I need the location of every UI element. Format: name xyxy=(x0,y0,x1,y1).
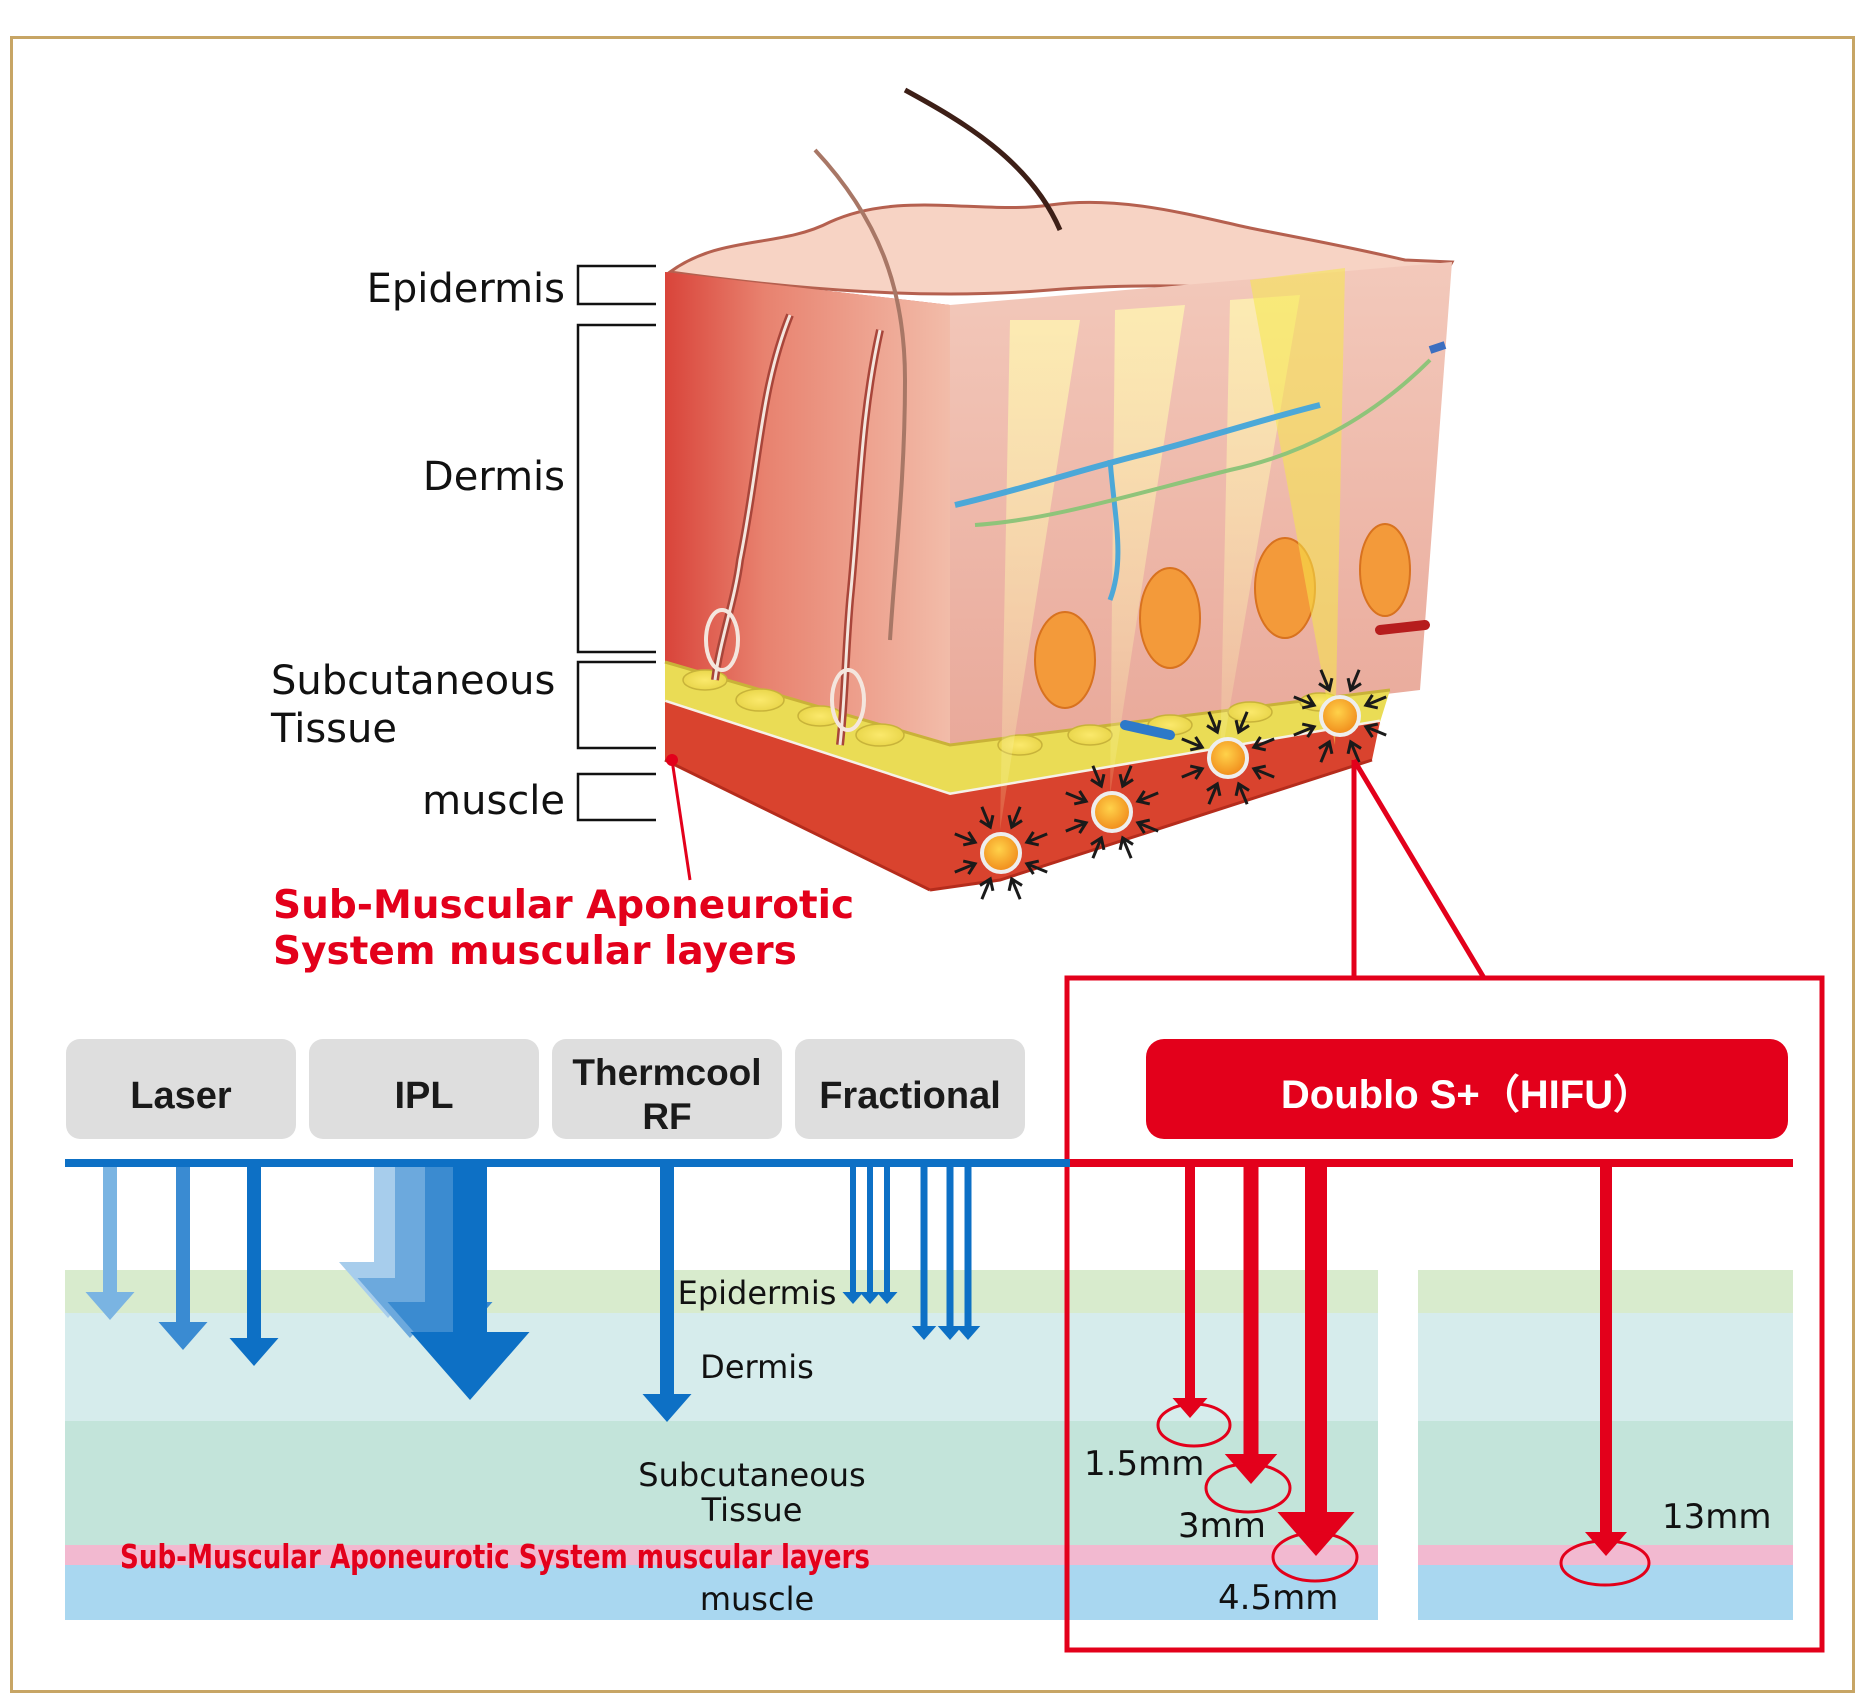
label-epidermis: Epidermis xyxy=(367,266,565,312)
tab-ipl: IPL xyxy=(309,1039,539,1139)
depth-label-4-5mm: 4.5mm xyxy=(1218,1578,1338,1618)
tab-ipl-label: IPL xyxy=(394,1075,453,1117)
fractional-arrow-b3 xyxy=(955,1167,981,1340)
hifu-focal-points xyxy=(954,669,1387,900)
band-label-subcutaneous-2: Tissue xyxy=(701,1491,803,1529)
diagram-frame xyxy=(10,36,1855,1693)
hifu-focal-point-icon xyxy=(1207,737,1249,779)
fractional-arrow-b1 xyxy=(911,1167,937,1340)
band-label-epidermis: Epidermis xyxy=(678,1274,837,1312)
rf-arrow xyxy=(642,1167,692,1422)
hifu-target-ellipse-4 xyxy=(1559,1539,1651,1587)
tab-thermcool-rf: Thermcool RF xyxy=(552,1039,782,1139)
hifu-target-ellipse-1 xyxy=(1156,1402,1232,1448)
hifu-penetration-arrows xyxy=(1156,1167,1651,1587)
hifu-focal-point-icon xyxy=(1319,695,1361,737)
hifu-focal-point-4 xyxy=(1293,669,1387,763)
laser-arrow-2 xyxy=(158,1167,208,1350)
hifu-arrow-4-5mm xyxy=(1277,1167,1355,1556)
band-label-dermis: Dermis xyxy=(700,1348,814,1386)
tab-fractional: Fractional xyxy=(795,1039,1025,1139)
tab-thermcool-label-1: Thermcool xyxy=(572,1052,761,1093)
depth-labels: 1.5mm 3mm 4.5mm 13mm xyxy=(1084,1444,1772,1618)
band-labels: Epidermis Dermis Subcutaneous Tissue Sub… xyxy=(120,1274,870,1618)
label-dermis: Dermis xyxy=(423,454,565,500)
label-smas-2: System muscular layers xyxy=(273,929,797,974)
fractional-arrow-a2 xyxy=(859,1167,881,1304)
tab-laser-label: Laser xyxy=(130,1075,232,1117)
tab-fractional-label: Fractional xyxy=(819,1075,1001,1117)
ipl-arrow-4 xyxy=(410,1167,530,1400)
hifu-focal-point-icon xyxy=(1091,791,1133,833)
hifu-target-ellipse-2 xyxy=(1204,1462,1292,1514)
tab-thermcool-label-2: RF xyxy=(642,1096,691,1137)
hifu-focal-point-1 xyxy=(954,806,1048,900)
hifu-focal-point-2 xyxy=(1065,765,1159,859)
competitor-penetration-arrows xyxy=(85,1167,981,1422)
hifu-arrow-3mm xyxy=(1224,1167,1278,1484)
label-smas-1: Sub-Muscular Aponeurotic xyxy=(273,883,854,928)
laser-arrow-1 xyxy=(85,1167,135,1320)
depth-label-1-5mm: 1.5mm xyxy=(1084,1444,1204,1484)
hifu-arrow-1-5mm xyxy=(1172,1167,1208,1418)
tab-hifu: Doublo S+（HIFU） xyxy=(1146,1039,1788,1139)
band-label-muscle: muscle xyxy=(700,1580,814,1618)
tab-hifu-label: Doublo S+（HIFU） xyxy=(1281,1073,1653,1117)
hifu-arrow-13mm xyxy=(1585,1167,1627,1556)
tab-laser: Laser xyxy=(66,1039,296,1139)
treatment-tabs: Laser IPL Thermcool RF Fractional Doublo… xyxy=(66,1039,1788,1139)
laser-arrow-3 xyxy=(229,1167,279,1366)
hifu-target-ellipse-3 xyxy=(1271,1531,1359,1583)
hifu-focal-point-3 xyxy=(1181,711,1275,805)
label-muscle: muscle xyxy=(422,778,565,824)
fractional-arrow-a3 xyxy=(876,1167,898,1304)
fractional-arrow-a1 xyxy=(842,1167,864,1304)
hifu-focal-point-icon xyxy=(980,832,1022,874)
skin-cross-section-illustration xyxy=(664,87,1455,892)
fractional-arrow-b2 xyxy=(937,1167,963,1340)
depth-label-3mm: 3mm xyxy=(1178,1506,1266,1546)
label-subcutaneous-2: Tissue xyxy=(270,706,397,752)
label-subcutaneous-1: Subcutaneous xyxy=(271,658,555,704)
band-label-smas: Sub-Muscular Aponeurotic System muscular… xyxy=(120,1537,870,1576)
depth-label-13mm: 13mm xyxy=(1662,1497,1772,1537)
hifu-box xyxy=(1064,975,1825,1653)
hifu-connector xyxy=(1351,758,1487,980)
skin-layer-labels: Epidermis Dermis Subcutaneous Tissue mus… xyxy=(270,264,854,974)
band-label-subcutaneous-1: Subcutaneous xyxy=(638,1456,865,1494)
